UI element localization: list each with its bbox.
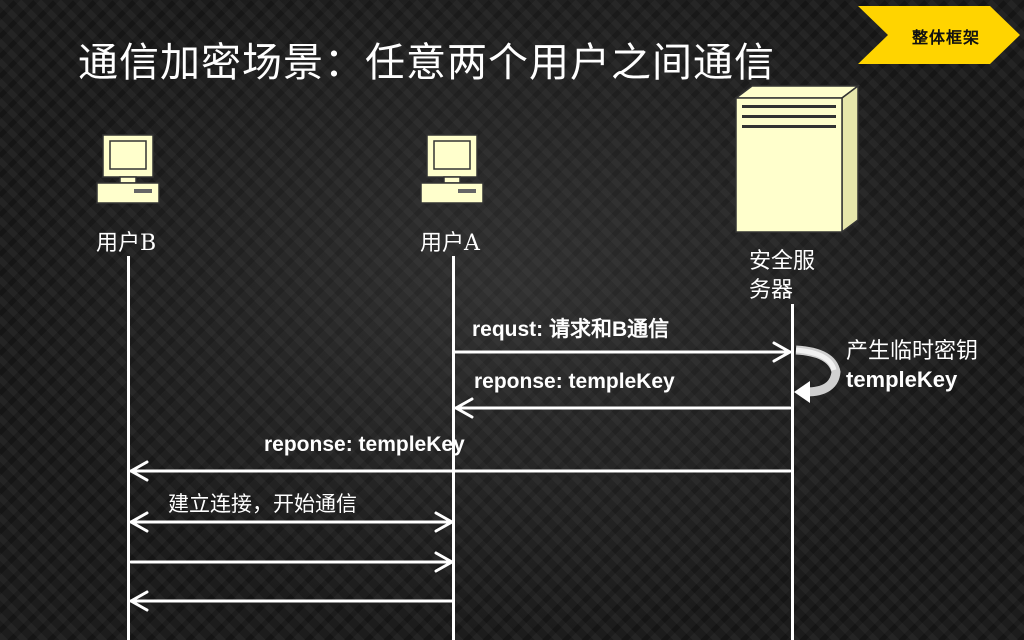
generate-temp-key-note: 产生临时密钥 templeKey [846, 338, 978, 394]
response-to-a-arrow [454, 397, 792, 419]
response-to-b-arrow [129, 460, 792, 482]
user-a-computer-icon [420, 134, 484, 210]
server-label-line2: 务器 [749, 278, 794, 303]
establish-connection-arrow [129, 511, 454, 533]
note-line2: templeKey [846, 367, 958, 392]
user-a-lifeline [452, 256, 455, 640]
b-to-a-arrow [129, 551, 454, 573]
request-message-label: requst: 请求和B通信 [472, 318, 670, 341]
section-badge[interactable]: 整体框架 [858, 6, 1020, 64]
response-to-b-label: reponse: templeKey [264, 433, 465, 456]
establish-connection-label: 建立连接，开始通信 [168, 492, 357, 516]
security-server-icon [733, 84, 861, 238]
generate-key-loop-arrow [794, 345, 841, 403]
badge-label: 整体框架 [911, 28, 980, 47]
user-b-lifeline [127, 256, 130, 640]
security-server-label: 安全服 务器 [749, 247, 839, 305]
a-to-b-arrow [129, 590, 454, 612]
response-to-a-label: reponse: templeKey [474, 370, 675, 393]
server-label-line1: 安全服 [749, 249, 816, 274]
server-lifeline [791, 304, 794, 640]
page-title: 通信加密场景：任意两个用户之间通信 [78, 40, 775, 86]
badge-arrow-shape [858, 6, 1020, 64]
note-line1: 产生临时密钥 [846, 339, 979, 364]
request-arrow [452, 341, 792, 363]
user-b-computer-icon [96, 134, 160, 210]
user-a-label: 用户A [420, 231, 480, 256]
user-b-label: 用户B [96, 231, 157, 256]
